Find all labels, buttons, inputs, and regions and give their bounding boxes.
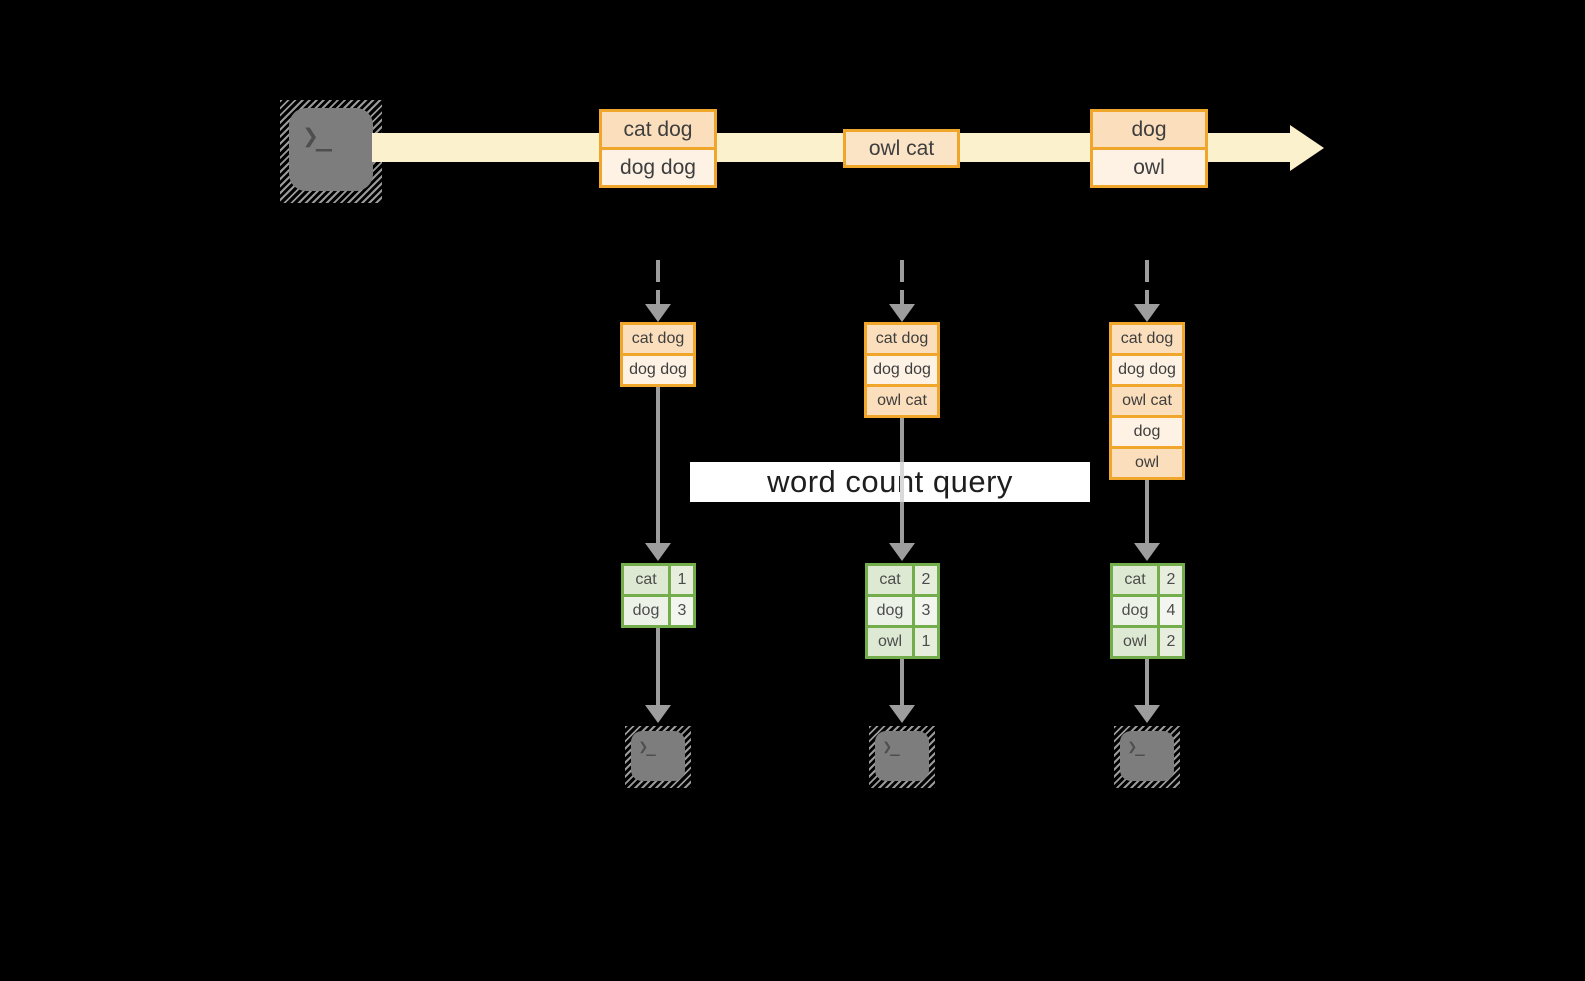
input-row: owl bbox=[1112, 449, 1182, 477]
table-row: cat 2 bbox=[1113, 566, 1182, 594]
arrow-line bbox=[1145, 480, 1149, 543]
arrow-line bbox=[656, 260, 660, 304]
table-row: cat 1 bbox=[624, 566, 693, 594]
stream-event-batch-1: cat dog dog dog bbox=[599, 109, 717, 188]
word-cell: dog bbox=[1113, 597, 1157, 625]
input-row: cat dog bbox=[623, 325, 693, 353]
count-cell: 1 bbox=[915, 628, 937, 656]
accumulated-input-3: cat dog dog dog owl cat dog owl bbox=[1109, 322, 1185, 480]
arrow-line bbox=[900, 260, 904, 304]
input-row: dog dog bbox=[623, 356, 693, 384]
accumulated-input-1: cat dog dog dog bbox=[620, 322, 696, 387]
dashed-down-arrow bbox=[1134, 260, 1160, 322]
arrow-line bbox=[1145, 659, 1149, 705]
query-label: word count query bbox=[767, 464, 1013, 499]
terminal-prompt-icon: ❯_ bbox=[882, 737, 900, 756]
terminal-body: ❯_ bbox=[875, 731, 929, 781]
arrow-line bbox=[1145, 260, 1149, 304]
table-row: owl 1 bbox=[868, 628, 937, 656]
table-row: owl 2 bbox=[1113, 628, 1182, 656]
arrowhead-icon bbox=[889, 705, 915, 723]
event-line: owl cat bbox=[846, 132, 957, 165]
word-cell: owl bbox=[868, 628, 912, 656]
arrowhead-icon bbox=[1134, 705, 1160, 723]
query-down-arrow bbox=[645, 387, 671, 561]
dashed-down-arrow bbox=[645, 260, 671, 322]
stream-event-batch-2: owl cat bbox=[843, 129, 960, 168]
sink-down-arrow bbox=[1134, 659, 1160, 723]
table-row: dog 3 bbox=[624, 597, 693, 625]
query-label-band: word count query bbox=[690, 462, 1090, 502]
sink-terminal-icon-3: ❯_ bbox=[1114, 726, 1180, 788]
query-down-arrow bbox=[1134, 480, 1160, 561]
arrowhead-icon bbox=[1134, 304, 1160, 322]
event-line: dog dog bbox=[602, 150, 714, 185]
input-row: cat dog bbox=[1112, 325, 1182, 353]
arrowhead-icon bbox=[645, 705, 671, 723]
event-line: dog bbox=[1093, 112, 1205, 147]
terminal-body: ❯_ bbox=[1120, 731, 1174, 781]
terminal-prompt-icon: ❯_ bbox=[1127, 737, 1145, 756]
count-cell: 3 bbox=[915, 597, 937, 625]
sink-down-arrow bbox=[645, 628, 671, 723]
stream-source-terminal-icon: ❯_ bbox=[280, 100, 382, 203]
stream-event-batch-3: dog owl bbox=[1090, 109, 1208, 188]
wordcount-table-1: cat 1 dog 3 bbox=[621, 563, 696, 628]
input-row: dog dog bbox=[1112, 356, 1182, 384]
arrowhead-icon bbox=[645, 304, 671, 322]
word-cell: owl bbox=[1113, 628, 1157, 656]
count-cell: 2 bbox=[915, 566, 937, 594]
arrowhead-icon bbox=[889, 543, 915, 561]
count-cell: 2 bbox=[1160, 628, 1182, 656]
sink-terminal-icon-1: ❯_ bbox=[625, 726, 691, 788]
arrow-passthrough-line bbox=[900, 462, 904, 502]
arrowhead-icon bbox=[1134, 543, 1160, 561]
table-row: dog 3 bbox=[868, 597, 937, 625]
input-row: cat dog bbox=[867, 325, 937, 353]
count-cell: 1 bbox=[671, 566, 693, 594]
event-line: owl bbox=[1093, 150, 1205, 185]
event-line: cat dog bbox=[602, 112, 714, 147]
terminal-prompt-icon: ❯_ bbox=[302, 121, 331, 153]
sink-down-arrow bbox=[889, 659, 915, 723]
count-cell: 3 bbox=[671, 597, 693, 625]
sink-terminal-icon-2: ❯_ bbox=[869, 726, 935, 788]
arrow-line bbox=[656, 387, 660, 543]
table-row: cat 2 bbox=[868, 566, 937, 594]
input-row: owl cat bbox=[1112, 387, 1182, 415]
input-row: owl cat bbox=[867, 387, 937, 415]
arrow-line bbox=[900, 659, 904, 705]
arrowhead-icon bbox=[889, 304, 915, 322]
terminal-body: ❯_ bbox=[289, 108, 373, 191]
accumulated-input-2: cat dog dog dog owl cat bbox=[864, 322, 940, 418]
wordcount-table-3: cat 2 dog 4 owl 2 bbox=[1110, 563, 1185, 659]
count-cell: 4 bbox=[1160, 597, 1182, 625]
input-row: dog dog bbox=[867, 356, 937, 384]
terminal-body: ❯_ bbox=[631, 731, 685, 781]
word-cell: cat bbox=[624, 566, 668, 594]
dashed-down-arrow bbox=[889, 260, 915, 322]
terminal-prompt-icon: ❯_ bbox=[638, 737, 656, 756]
arrow-line bbox=[656, 628, 660, 705]
table-row: dog 4 bbox=[1113, 597, 1182, 625]
word-cell: dog bbox=[868, 597, 912, 625]
word-cell: cat bbox=[868, 566, 912, 594]
input-row: dog bbox=[1112, 418, 1182, 446]
arrowhead-icon bbox=[645, 543, 671, 561]
wordcount-table-2: cat 2 dog 3 owl 1 bbox=[865, 563, 940, 659]
word-cell: dog bbox=[624, 597, 668, 625]
word-cell: cat bbox=[1113, 566, 1157, 594]
count-cell: 2 bbox=[1160, 566, 1182, 594]
stream-arrowhead-icon bbox=[1290, 125, 1324, 171]
